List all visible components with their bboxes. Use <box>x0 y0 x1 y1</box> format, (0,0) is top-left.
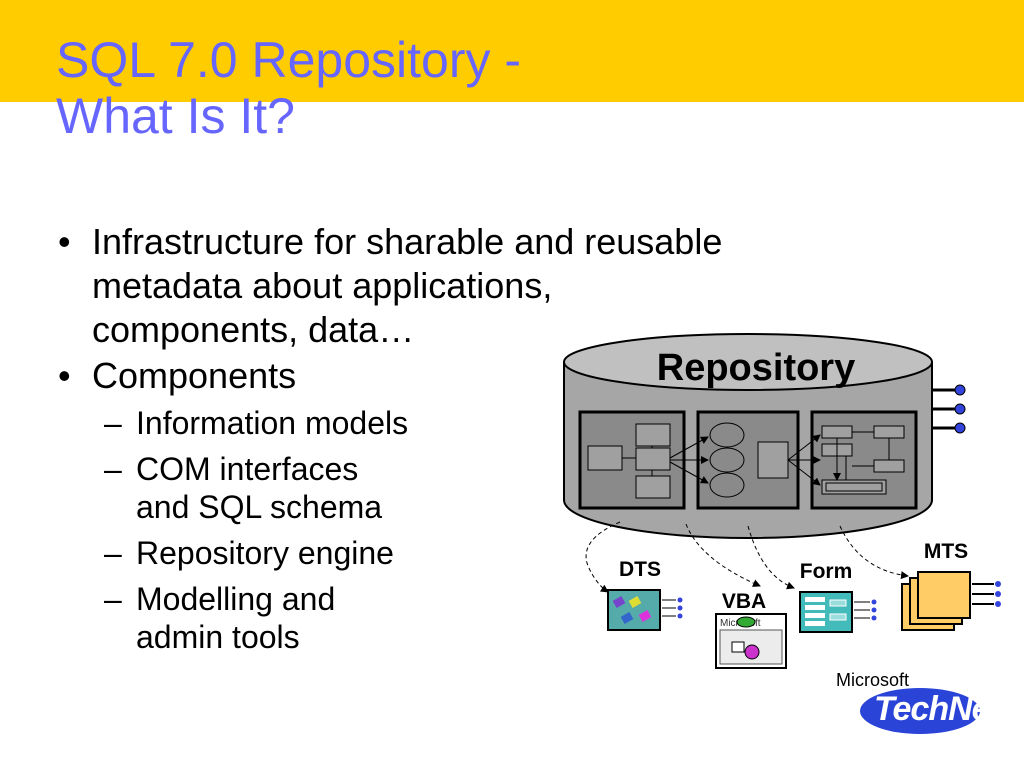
title-band <box>0 0 1024 102</box>
sub-bullet-line: Modelling and <box>136 581 336 617</box>
sub-bullet-information-models: – Information models <box>104 404 918 442</box>
logo-product: TechNet <box>874 690 1001 729</box>
bullet-line: Infrastructure for sharable and reusable <box>92 221 723 262</box>
sub-bullet-modelling-tools: – Modelling and admin tools <box>104 580 918 656</box>
sub-bullet-line: and SQL schema <box>136 489 383 525</box>
repository-label: Repository <box>657 347 855 389</box>
repository-connector-icon <box>932 384 966 434</box>
sub-bullet-list: – Information models – COM interfaces an… <box>104 404 918 656</box>
sub-bullet-line: admin tools <box>136 619 300 655</box>
dash-icon: – <box>104 451 122 487</box>
sub-bullet-line: Repository engine <box>136 535 394 571</box>
repository-diagram: Repository <box>563 333 1001 669</box>
dash-icon: – <box>104 535 122 571</box>
sub-bullet-line: Information models <box>136 405 409 441</box>
dash-icon: – <box>104 405 122 441</box>
sub-bullet-line: COM interfaces <box>136 451 359 487</box>
dts-label: DTS <box>619 558 661 581</box>
form-icon <box>799 591 877 633</box>
bullet-list: • Infrastructure for sharable and reusab… <box>58 220 918 664</box>
bullet-dot-icon: • <box>58 355 71 396</box>
slide-title-line-2: What Is It? <box>56 88 295 144</box>
bullet-line: components, data… <box>92 309 415 350</box>
logo-oval-icon <box>860 688 980 734</box>
mts-label: MTS <box>924 540 968 563</box>
information-model-panels <box>578 410 918 510</box>
logo-product-part1: Tech <box>874 690 949 728</box>
slide-title: SQL 7.0 Repository - What Is It? <box>56 32 521 144</box>
dashed-connection-arrows <box>585 521 909 593</box>
vba-label: VBA <box>722 590 766 613</box>
bullet-line: Components <box>92 355 297 396</box>
bullet-line: metadata about applications, <box>92 265 553 306</box>
vba-window-icon: Microsoft <box>715 613 787 669</box>
bullet-infrastructure: • Infrastructure for sharable and reusab… <box>58 220 918 352</box>
bullet-dot-icon: • <box>58 221 71 262</box>
microsoft-technet-logo: Microsoft TechNet <box>834 668 1014 740</box>
dts-package-icon <box>607 589 683 631</box>
dash-icon: – <box>104 581 122 617</box>
mts-stack-icon <box>901 571 1001 631</box>
bullet-components: • Components <box>58 354 918 398</box>
slide-title-line-1: SQL 7.0 Repository - <box>56 32 522 88</box>
sub-bullet-com-interfaces: – COM interfaces and SQL schema <box>104 450 918 526</box>
logo-product-part2: Net <box>948 690 1001 728</box>
form-label: Form <box>800 560 853 583</box>
logo-company: Microsoft <box>836 670 910 690</box>
sub-bullet-repository-engine: – Repository engine <box>104 534 918 572</box>
